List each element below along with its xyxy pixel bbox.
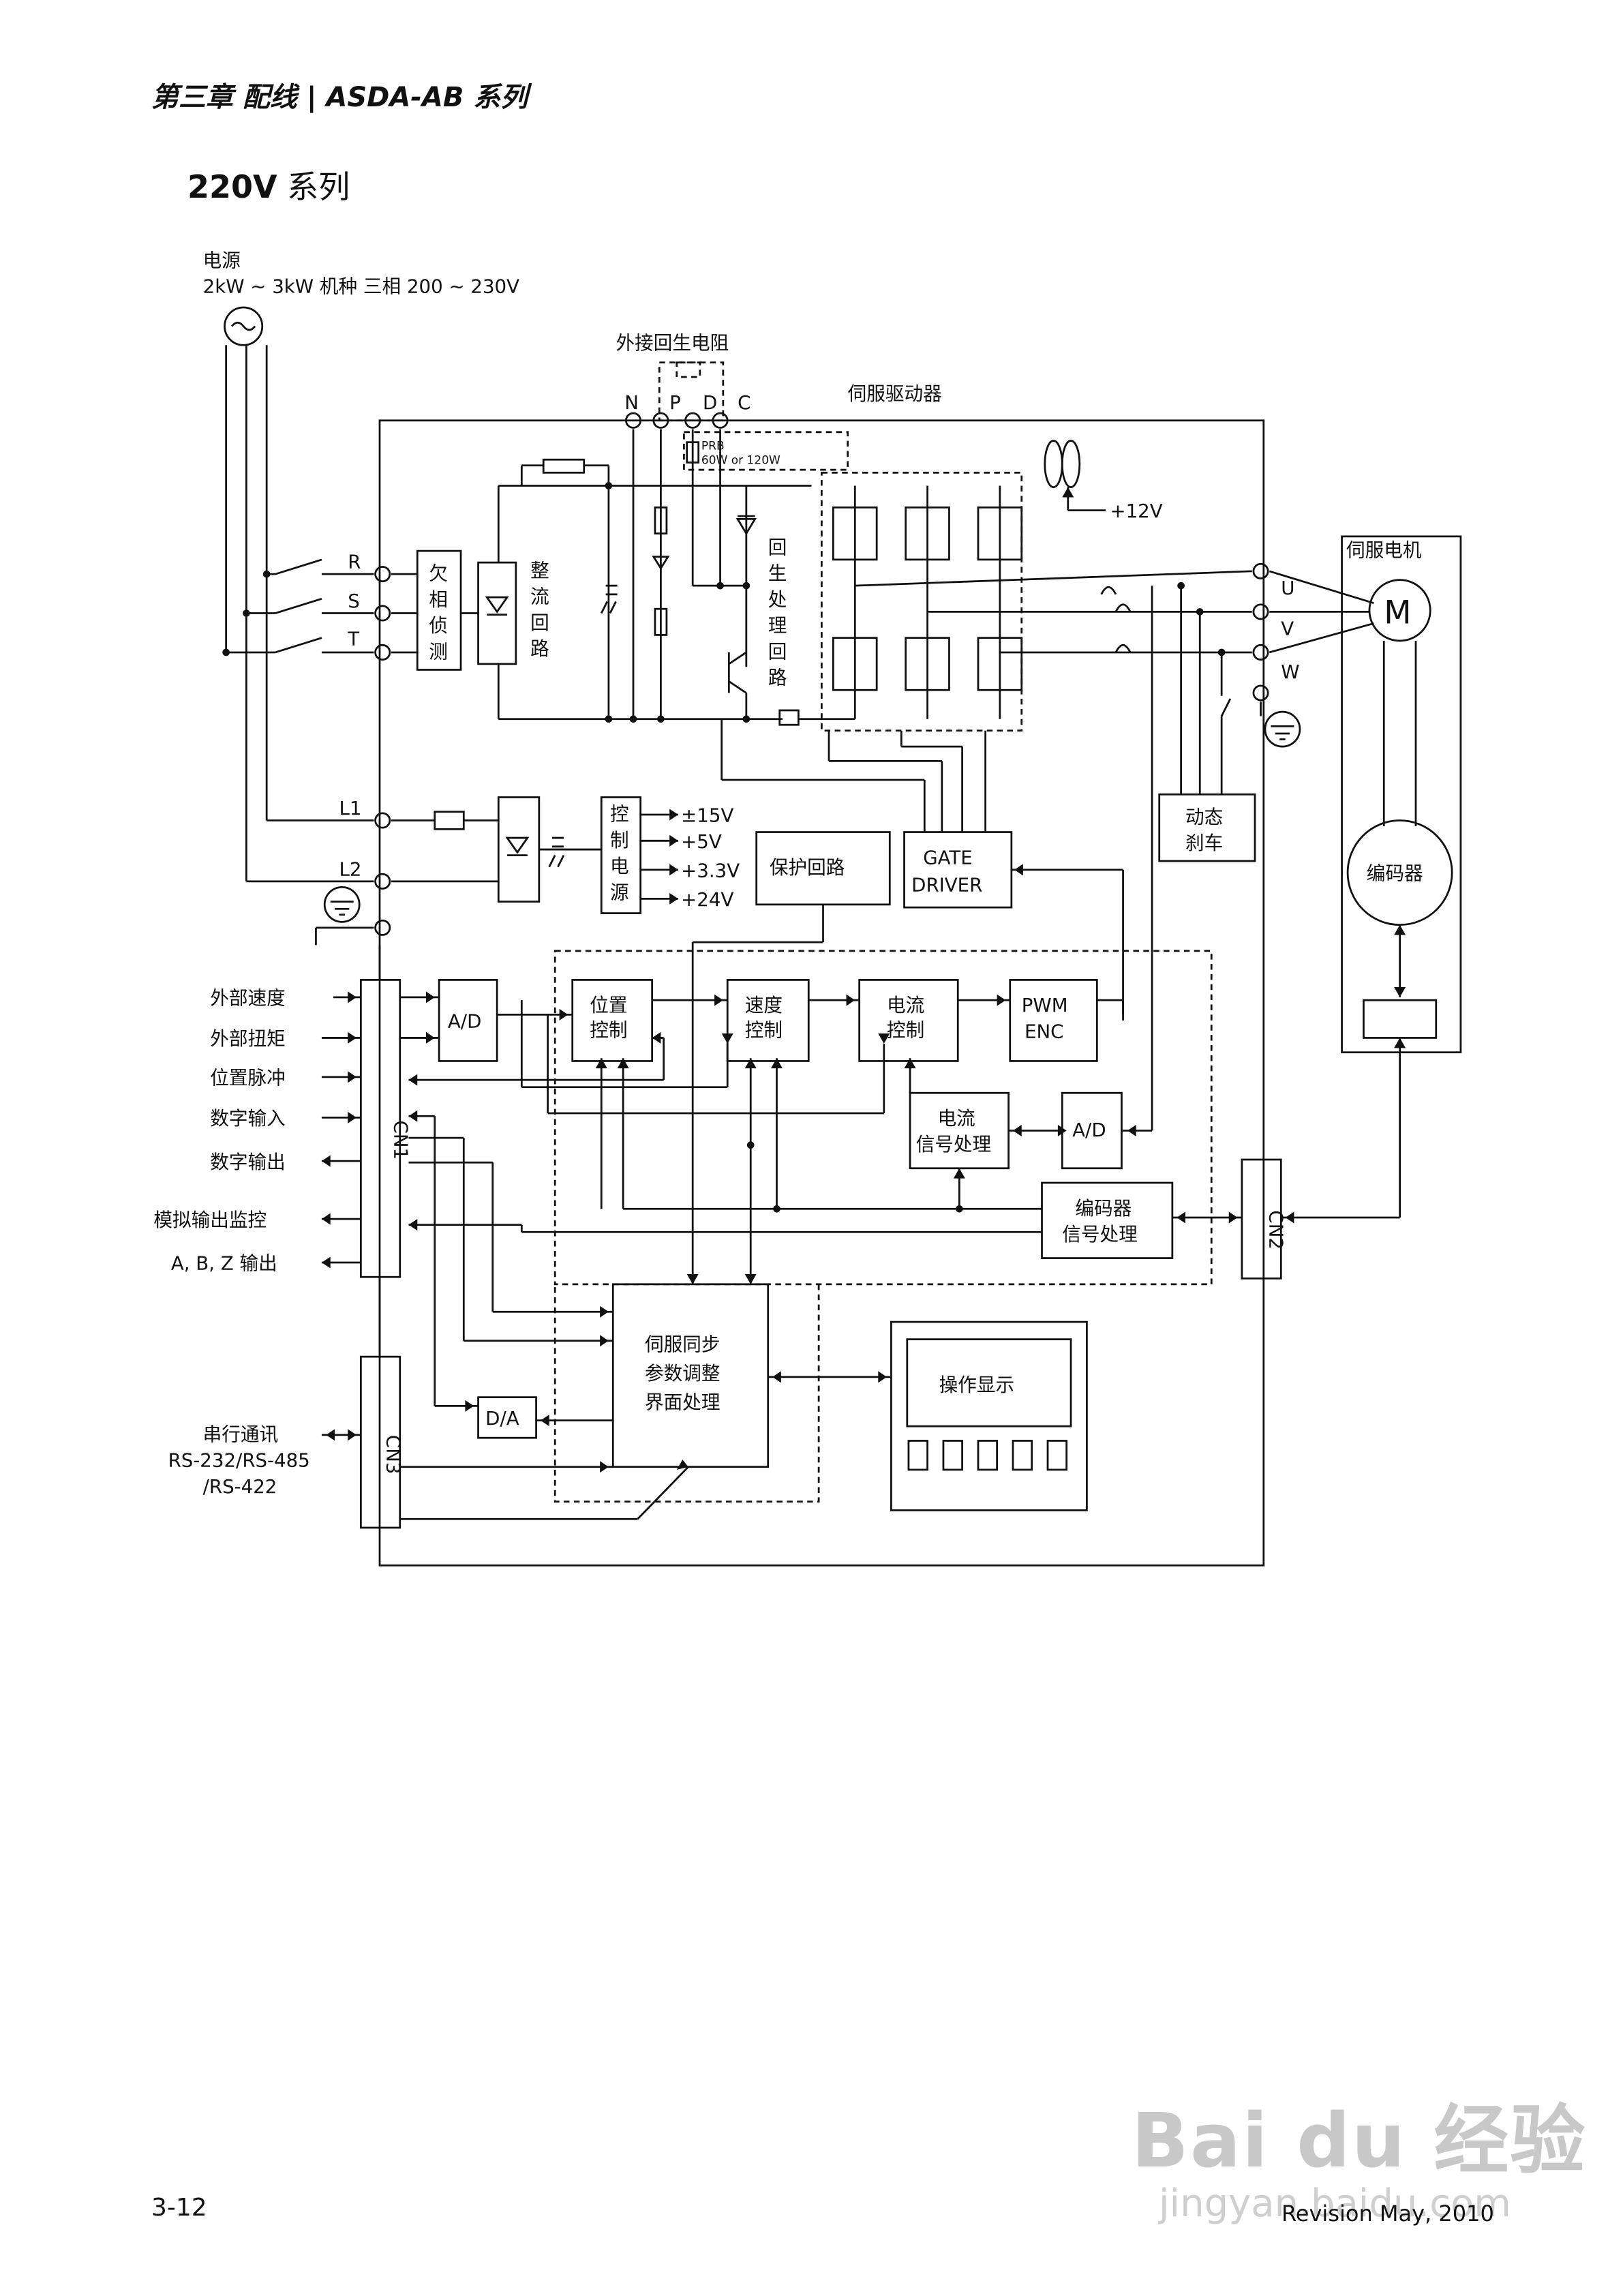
- ctrl-power-char-1: 控: [610, 803, 629, 826]
- terminal-l1: L1: [339, 797, 361, 819]
- cn2-connector: CN2: [1264, 1210, 1287, 1250]
- encoder-signal-line1: 编码器: [1075, 1197, 1132, 1220]
- encoder-label: 编码器: [1367, 862, 1423, 885]
- rail-15v: ±15V: [681, 804, 733, 827]
- dynamic-brake-line2: 刹车: [1185, 832, 1223, 854]
- rectifier-char-1: 整: [530, 559, 549, 581]
- page-number: 3-12: [151, 2194, 207, 2222]
- output-abz: A, B, Z 输出: [171, 1252, 277, 1275]
- regen-char-2: 生: [768, 562, 787, 585]
- power-label: 电源: [203, 249, 241, 271]
- terminal-l2: L2: [339, 858, 361, 880]
- output-analog-monitor: 模拟输出监控: [153, 1209, 267, 1231]
- input-external-speed: 外部速度: [210, 987, 286, 1010]
- speed-control-line1: 速度: [745, 994, 783, 1016]
- section-series: 系列: [277, 168, 350, 205]
- servo-sync-line1: 伺服同步: [645, 1333, 721, 1356]
- current-ad-converter: A/D: [1072, 1119, 1106, 1141]
- servo-motor-label: 伺服电机: [1346, 539, 1422, 562]
- chapter-header: 第三章 配线 | ASDA-AB 系列: [151, 82, 528, 113]
- terminal-n: N: [624, 391, 639, 414]
- phase-loss-char-2: 相: [429, 588, 448, 611]
- terminal-t: T: [347, 627, 359, 650]
- rail-24v: +24V: [681, 888, 733, 911]
- terminal-w: W: [1281, 661, 1299, 683]
- terminals: [374, 412, 1269, 936]
- prb-label: PRB: [701, 439, 725, 453]
- regen-char-1: 回: [768, 536, 787, 558]
- current-control-line1: 电流: [887, 994, 924, 1016]
- output-digital-output: 数字输出: [210, 1151, 286, 1173]
- serial-comm-label: 串行通讯: [203, 1423, 279, 1445]
- operation-display: 操作显示: [939, 1374, 1015, 1396]
- current-signal-line2: 信号处理: [916, 1133, 992, 1155]
- speed-control-line2: 控制: [745, 1018, 783, 1041]
- section-model: 220V: [187, 168, 277, 205]
- phase-loss-char-4: 测: [429, 640, 448, 663]
- regen-char-3: 处: [768, 588, 787, 611]
- servo-drive-label: 伺服驱动器: [848, 382, 942, 405]
- ctrl-power-char-4: 源: [610, 881, 629, 903]
- terminal-c: C: [738, 391, 750, 414]
- position-control-line2: 控制: [590, 1018, 627, 1041]
- regen-char-5: 回: [768, 640, 787, 663]
- dynamic-brake-line1: 动态: [1185, 806, 1223, 828]
- encoder-signal-line2: 信号处理: [1062, 1223, 1138, 1245]
- cn1-connector: CN1: [389, 1121, 412, 1160]
- servo-motor-outline: [1341, 535, 1462, 1054]
- terminal-r: R: [348, 551, 361, 573]
- terminal-d: D: [703, 391, 717, 414]
- servo-sync-line3: 界面处理: [645, 1391, 721, 1414]
- input-external-torque: 外部扭矩: [210, 1027, 286, 1050]
- serial-rs422: /RS-422: [203, 1475, 277, 1498]
- gate-driver-line1: GATE: [923, 846, 973, 868]
- section-title: 220V 系列: [187, 162, 350, 207]
- servo-drive-outline: [378, 419, 1265, 1567]
- phase-loss-char-1: 欠: [429, 562, 448, 585]
- position-control-line1: 位置: [590, 994, 627, 1016]
- ctrl-power-char-3: 电: [610, 855, 629, 877]
- terminal-s: S: [348, 590, 360, 612]
- rail-5v: +5V: [681, 830, 722, 853]
- terminal-p: P: [669, 391, 681, 414]
- pwm-enc-line1: PWM: [1022, 994, 1068, 1016]
- terminal-u: U: [1281, 577, 1294, 599]
- rail-3v3: +3.3V: [681, 859, 740, 881]
- motor-symbol: M: [1384, 594, 1411, 631]
- power-spec: 2kW ~ 3kW 机种 三相 200 ~ 230V: [203, 275, 519, 298]
- regen-char-4: 理: [768, 614, 787, 637]
- gate-driver-line2: DRIVER: [911, 874, 982, 896]
- regen-char-6: 路: [768, 667, 787, 689]
- current-signal-line1: 电流: [937, 1107, 975, 1130]
- ctrl-power-char-2: 制: [610, 829, 629, 851]
- igbt-bridge: [832, 485, 1023, 719]
- servo-sync-line2: 参数调整: [645, 1362, 721, 1385]
- rectifier-char-4: 路: [530, 637, 549, 660]
- watermark-brand: Bai du 经验: [1132, 2097, 1587, 2184]
- revision-date: Revision May, 2010: [1281, 2201, 1494, 2226]
- terminal-v: V: [1281, 617, 1294, 639]
- ad-converter: A/D: [448, 1010, 481, 1033]
- phase-loss-char-3: 侦: [429, 614, 448, 637]
- external-regen-resistor-label: 外接回生电阻: [616, 332, 729, 354]
- da-converter: D/A: [485, 1407, 519, 1430]
- current-control-line2: 控制: [887, 1018, 924, 1041]
- rectifier-char-3: 回: [530, 611, 549, 634]
- fan-voltage: +12V: [1110, 500, 1162, 522]
- ac-source-symbol: [224, 306, 264, 346]
- cn3-connector: CN3: [382, 1435, 405, 1475]
- watermark-site: jingyan.baidu.com: [1159, 2181, 1511, 2226]
- serial-rs232-485: RS-232/RS-485: [168, 1449, 310, 1472]
- protection-circuit: 保护回路: [770, 856, 845, 879]
- input-digital-input: 数字输入: [210, 1107, 286, 1130]
- prb-rating: 60W or 120W: [701, 454, 780, 468]
- input-position-pulse: 位置脉冲: [210, 1066, 286, 1089]
- pwm-enc-line2: ENC: [1025, 1020, 1063, 1042]
- rectifier-char-2: 流: [530, 586, 549, 608]
